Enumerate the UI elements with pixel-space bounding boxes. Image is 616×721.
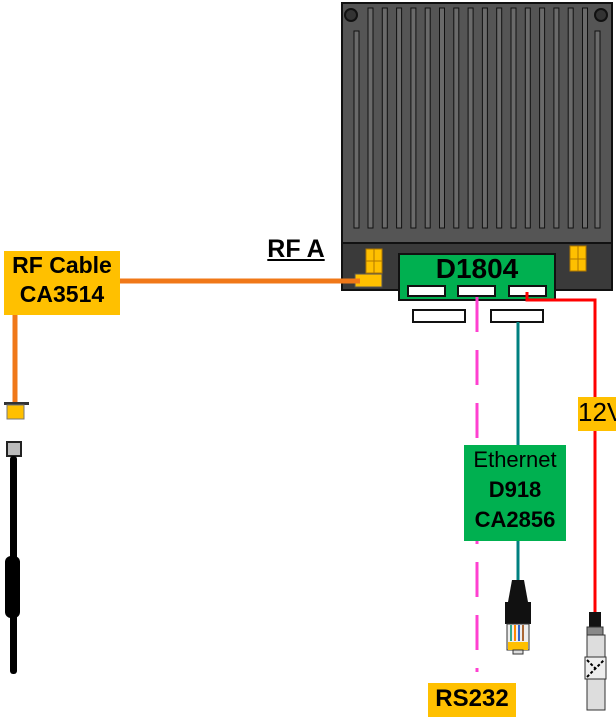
heatsink-fin — [381, 7, 388, 229]
heatsink-fin — [539, 7, 546, 229]
rf-cable-title: RF Cable — [12, 252, 112, 278]
rf-cable-label: RF Cable CA3514 — [4, 252, 120, 308]
ethernet-part: CA2856 — [474, 507, 556, 533]
rf-cable-part: CA3514 — [19, 281, 105, 308]
rf-cable-label-bg — [4, 251, 120, 315]
ethernet-title: Ethernet — [473, 447, 557, 472]
heatsink-fin — [510, 7, 517, 229]
heatsink-fin — [424, 7, 431, 229]
heatsink-fin — [496, 7, 503, 229]
rf-a-connector — [354, 248, 383, 288]
heatsink-fin — [553, 7, 560, 229]
ethernet-device: D918 — [488, 477, 542, 503]
power-cable — [525, 292, 597, 614]
power-label: 12V — [578, 397, 616, 427]
heatsink-fin — [353, 30, 360, 229]
heatsink-fin — [453, 7, 460, 229]
heatsink-fin — [594, 30, 601, 229]
ethernet-label-bg — [464, 445, 566, 541]
12v-label-bg — [578, 397, 616, 431]
heatsink-fin — [481, 7, 488, 229]
rf-a-port-label: RF A — [267, 235, 325, 263]
device-name: D1804 — [435, 253, 519, 284]
heatsink-fin — [524, 7, 531, 229]
heatsink-fin — [439, 7, 445, 229]
rj45-connector — [505, 580, 531, 655]
ethernet-label: Ethernet D918 CA2856 — [464, 447, 566, 533]
heatsink-fin — [567, 7, 574, 229]
heatsink — [341, 2, 613, 246]
heatsink-fin — [582, 7, 588, 229]
rs232-label: RS232 — [435, 685, 509, 712]
heatsink-fin — [396, 7, 403, 229]
heatsink-fin — [467, 7, 474, 229]
heatsink-fin — [410, 7, 417, 229]
power-plug — [584, 612, 607, 711]
port-1[interactable] — [407, 285, 446, 297]
rf-b-connector — [569, 245, 587, 272]
rs232-label-bg — [428, 683, 516, 717]
port-rs232[interactable] — [457, 285, 496, 297]
port-ethernet[interactable] — [490, 309, 544, 323]
sma-connector — [4, 402, 29, 420]
port-4[interactable] — [412, 309, 466, 323]
antenna — [5, 441, 22, 674]
heatsink-fin — [367, 7, 374, 229]
